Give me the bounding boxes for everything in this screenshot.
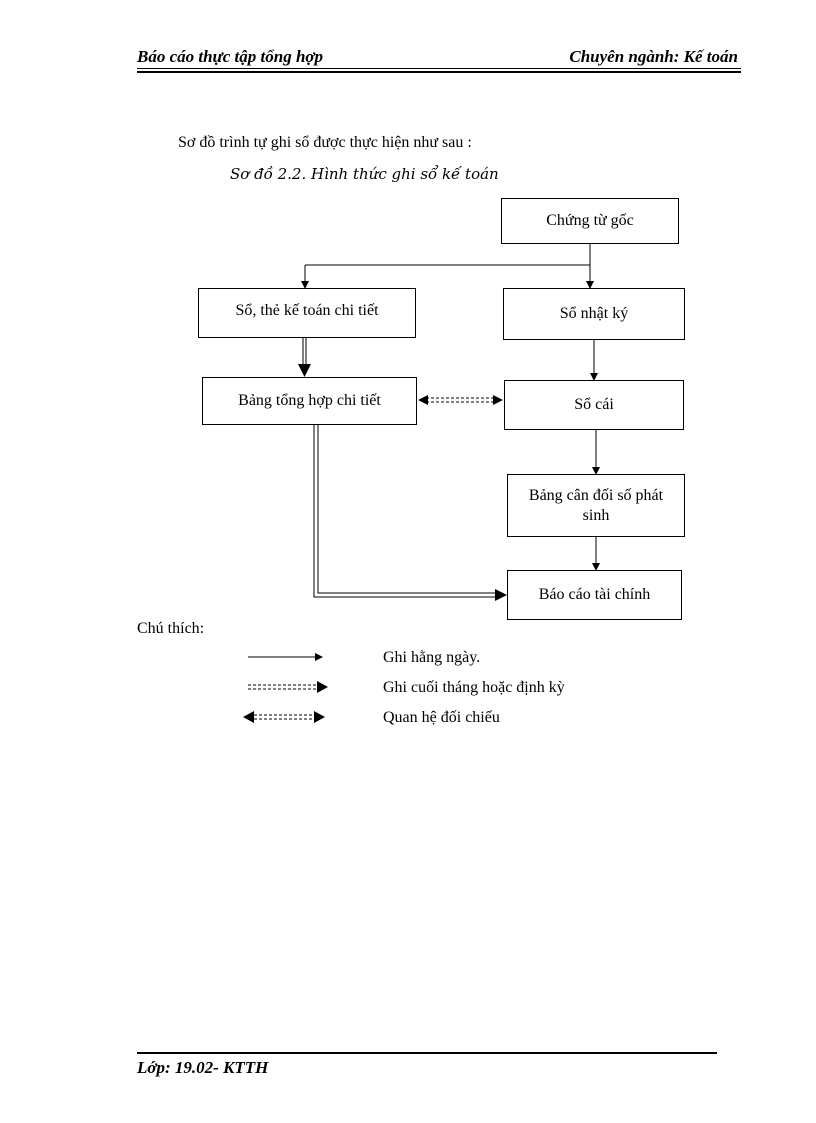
legend-title: Chú thích: [137, 620, 205, 637]
box-bang-tong-hop-label: Bảng tổng hợp chi tiết [238, 392, 381, 409]
box-chung-tu-goc-label: Chứng từ gốc [546, 212, 634, 229]
legend-reconcile-arrow-right [314, 711, 325, 723]
box-so-nhat-ky-label: Sổ nhật ký [559, 305, 629, 322]
reconcile-arrow-right [493, 395, 503, 405]
legend-periodic-arrow [317, 681, 328, 693]
box-chung-tu-goc: Chứng từ gốc [501, 198, 679, 244]
box-bang-can-doi-label: Bảng cân đối số phát sinh [528, 486, 664, 524]
header-rule-thin [137, 68, 741, 69]
legend-daily-label: Ghi hằng ngày. [383, 649, 481, 666]
box-bao-cao-label: Báo cáo tài chính [538, 586, 651, 603]
legend-reconcile-label: Quan hệ đối chiếu [383, 709, 500, 726]
box-so-cai: Sổ cái [504, 380, 684, 430]
box-so-the-ke-toan: Sổ, thẻ kế toán chi tiết [198, 288, 416, 338]
footer-rule [137, 1052, 717, 1054]
arrow-double-to-bao-cao [495, 589, 507, 601]
box-bang-tong-hop-chi-tiet: Bảng tổng hợp chi tiết [202, 377, 417, 425]
header-rule-thick [137, 71, 741, 73]
intro-text: Sơ đồ trình tự ghi sổ được thực hiện như… [178, 134, 472, 151]
reconcile-arrow-left [418, 395, 428, 405]
header-left-title: Báo cáo thực tập tổng hợp [137, 47, 324, 66]
box-so-nhat-ky: Sổ nhật ký [503, 288, 685, 340]
footer-class-label: Lớp: 19.02- KTTH [137, 1058, 269, 1077]
box-so-cai-label: Sổ cái [574, 396, 614, 413]
legend-periodic-label: Ghi cuối tháng hoặc định kỳ [383, 679, 565, 696]
legend-reconcile-arrow-left [243, 711, 254, 723]
box-so-the-ke-toan-label: Sổ, thẻ kế toán chi tiết [235, 302, 379, 319]
box-bao-cao-tai-chinh: Báo cáo tài chính [507, 570, 682, 620]
box-bang-can-doi: Bảng cân đối số phát sinh [507, 474, 685, 537]
header-right-title: Chuyên ngành: Kế toán [569, 47, 738, 66]
diagram-caption: Sơ đồ 2.2. Hình thức ghi sổ kế toán [230, 165, 499, 183]
arrow-to-bang-tong-hop [298, 364, 311, 377]
